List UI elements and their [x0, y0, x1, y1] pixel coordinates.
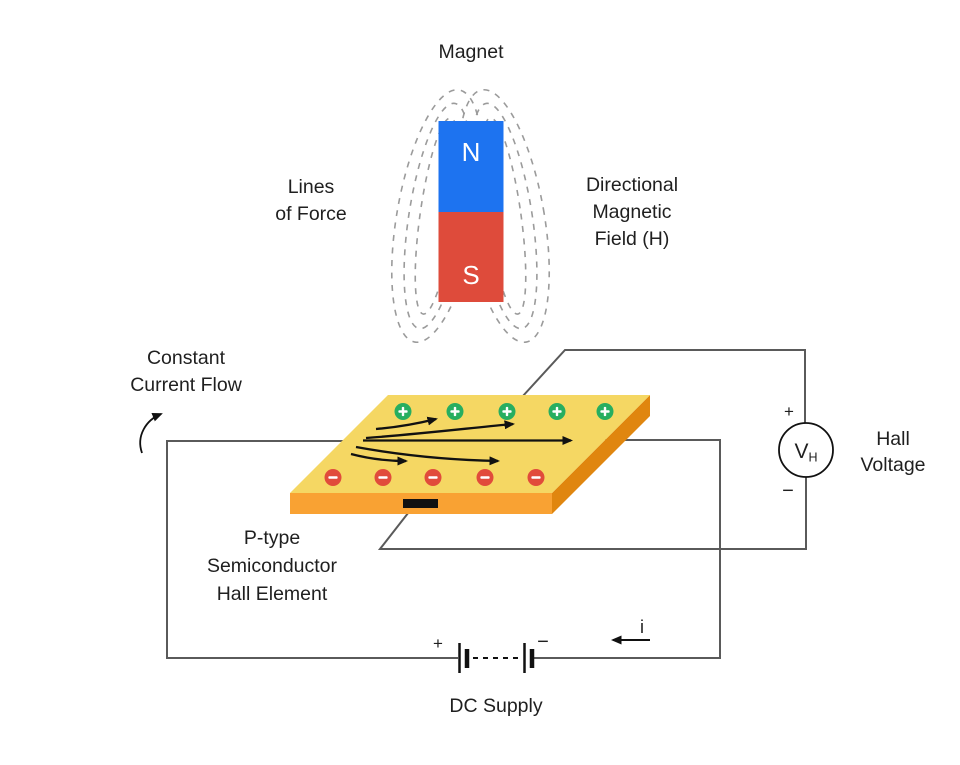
plus-charge-icon	[596, 403, 614, 420]
svg-text:P-type: P-type	[244, 527, 300, 549]
svg-text:Voltage: Voltage	[860, 454, 925, 476]
negative-charges-row	[324, 469, 545, 486]
dc-supply-battery: + −	[433, 631, 549, 673]
hall-voltage-label: Hall Voltage	[860, 428, 925, 476]
current-direction: i	[611, 617, 650, 645]
positive-charges-row	[394, 403, 614, 420]
hall-voltage-meter: VH + −	[778, 402, 834, 502]
minus-charge-icon	[527, 469, 545, 486]
svg-text:Field (H): Field (H)	[595, 228, 670, 250]
hall-element-slab	[290, 395, 650, 514]
plus-charge-icon	[498, 403, 516, 420]
svg-text:Magnetic: Magnetic	[592, 201, 671, 223]
slab-top-face	[290, 395, 650, 493]
minus-charge-icon	[374, 469, 392, 486]
circuit-wires	[166, 349, 807, 659]
current-arrow-icon	[355, 445, 500, 466]
voltmeter-reading: VH	[794, 440, 817, 465]
svg-text:Semiconductor: Semiconductor	[207, 555, 338, 577]
current-flow-curved-arrow-icon	[139, 412, 163, 454]
bar-magnet: N S	[438, 121, 504, 302]
voltmeter-icon	[778, 422, 834, 478]
svg-text:Current Flow: Current Flow	[130, 374, 243, 396]
svg-text:Hall: Hall	[876, 428, 910, 450]
wire-meter-top	[521, 349, 806, 423]
current-arrow-icon	[365, 420, 515, 440]
plus-charge-icon	[394, 403, 412, 420]
magnet-label: Magnet	[438, 41, 504, 63]
magnet-north-pole	[438, 121, 504, 212]
minus-charge-icon	[324, 469, 342, 486]
battery-minus-sign: −	[537, 631, 549, 653]
directional-field-label: Directional Magnetic Field (H)	[586, 174, 678, 250]
current-flow-arrows-icon	[350, 416, 573, 466]
magnet-south-label: S	[462, 260, 479, 290]
semiconductor-label: P-type Semiconductor Hall Element	[207, 527, 338, 605]
dc-supply-label: DC Supply	[449, 695, 542, 717]
plus-charge-icon	[446, 403, 464, 420]
wire-left-loop	[166, 440, 458, 659]
magnet-south-pole	[438, 212, 504, 302]
slab-side-face	[552, 395, 650, 514]
constant-current-label: Constant Current Flow	[130, 347, 243, 396]
meter-plus-sign: +	[784, 402, 794, 421]
minus-charge-icon	[424, 469, 442, 486]
minus-charge-icon	[476, 469, 494, 486]
current-arrow-icon	[375, 416, 438, 431]
field-line-icon	[457, 88, 551, 344]
lines-of-force-label: Lines of Force	[275, 176, 347, 225]
current-symbol-label: i	[640, 617, 644, 637]
wire-meter-bottom	[377, 477, 807, 550]
svg-text:of Force: of Force	[275, 203, 347, 225]
battery-plus-sign: +	[433, 634, 443, 653]
plus-charge-icon	[548, 403, 566, 420]
svg-text:Directional: Directional	[586, 174, 678, 196]
magnet-north-label: N	[462, 137, 481, 167]
field-line-icon	[470, 102, 538, 330]
meter-minus-sign: −	[782, 480, 794, 502]
svg-text:Hall Element: Hall Element	[217, 583, 328, 605]
current-arrow-icon	[350, 452, 408, 466]
slab-contact	[403, 499, 438, 508]
svg-text:Constant: Constant	[147, 347, 226, 369]
svg-text:Lines: Lines	[288, 176, 335, 198]
